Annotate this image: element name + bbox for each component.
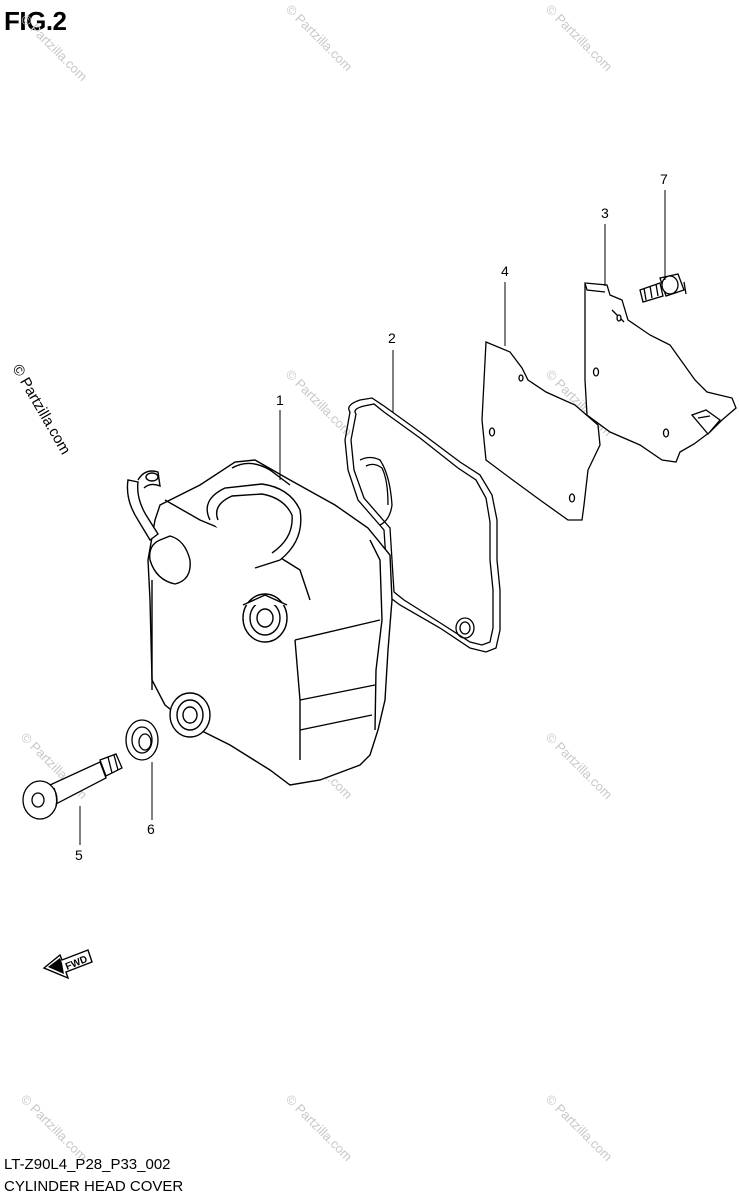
leader-lines bbox=[79, 190, 666, 845]
part-numbers: 1 2 3 4 5 6 7 bbox=[75, 171, 668, 863]
watermark: © Partzilla.com bbox=[543, 730, 616, 803]
fwd-label: FWD bbox=[64, 954, 89, 973]
part-number-5: 5 bbox=[75, 847, 83, 863]
watermark: © Partzilla.com bbox=[18, 12, 91, 85]
watermark: © Partzilla.com bbox=[283, 2, 356, 75]
watermark: © Partzilla.com bbox=[283, 1092, 356, 1165]
watermark: © Partzilla.com bbox=[18, 1092, 91, 1165]
washer-part bbox=[125, 719, 159, 761]
part-number-7: 7 bbox=[660, 171, 668, 187]
bolt-part-5 bbox=[22, 753, 123, 820]
watermark: © Partzilla.com bbox=[543, 1092, 616, 1165]
gasket-plate-part bbox=[481, 341, 601, 521]
diagram-name: CYLINDER HEAD COVER bbox=[4, 1178, 184, 1195]
forward-arrow-icon: FWD bbox=[42, 949, 93, 980]
watermark: © Partzilla.com bbox=[283, 367, 356, 440]
watermark: © Partzilla.com bbox=[543, 2, 616, 75]
diagram-code: LT-Z90L4_P28_P33_002 bbox=[4, 1156, 171, 1173]
side-watermark: © Partzilla.com bbox=[9, 362, 74, 458]
cylinder-head-cover-part bbox=[126, 459, 393, 786]
part-number-6: 6 bbox=[147, 821, 155, 837]
cover-plate-part bbox=[584, 282, 737, 463]
part-number-2: 2 bbox=[388, 330, 396, 346]
part-number-1: 1 bbox=[276, 392, 284, 408]
figure-title: FIG.2 bbox=[4, 6, 67, 36]
part-number-4: 4 bbox=[501, 263, 509, 279]
part-number-3: 3 bbox=[601, 205, 609, 221]
bolt-part-7 bbox=[639, 273, 687, 303]
